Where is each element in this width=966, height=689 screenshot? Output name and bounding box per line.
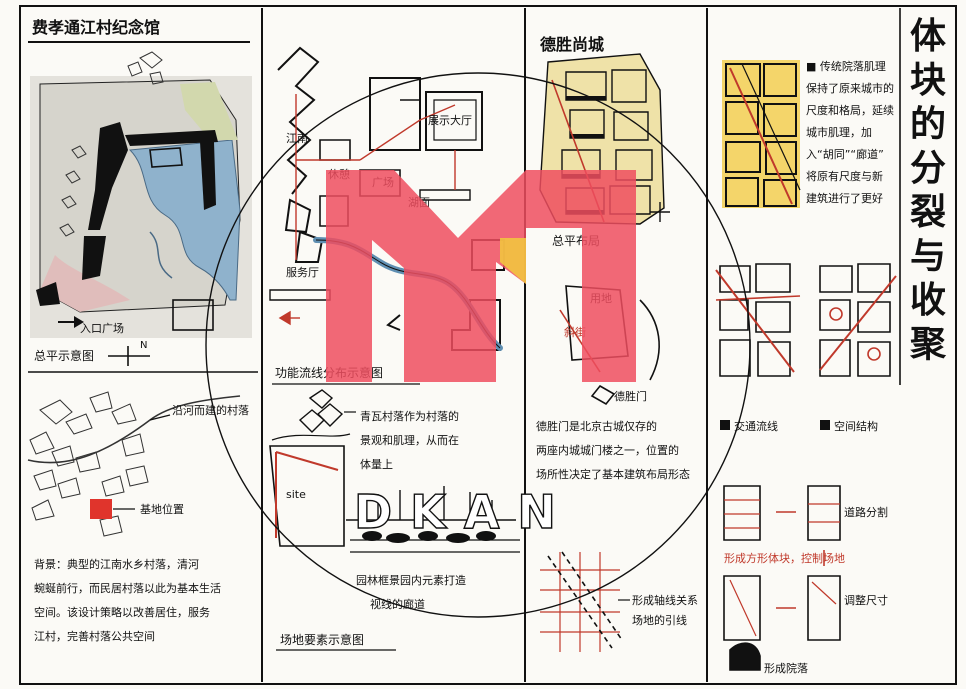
svg-text:N: N [140,340,147,351]
panel3-title: 德胜尚城 [540,35,604,54]
axis-diagram [540,551,623,652]
watermark-text: DKAN [354,485,574,539]
site-label-2: site [286,488,306,501]
space-caption: 空间结构 [834,419,878,433]
massing-steps [723,485,841,671]
plan-caption-1: 总平示意图 [34,348,94,363]
panel-4: 体 块 的 分 裂 与 收 聚 ■ 传统院落肌理 [715,16,947,675]
svg-text:与: 与 [910,236,946,277]
scale-caption: 形成方形体块，控制场地 [724,551,845,565]
svg-text:城市肌理，加: 城市肌理，加 [806,125,872,139]
label-river: 江南 [286,132,308,145]
svg-text:■ 传统院落肌理: ■ 传统院落肌理 [806,59,886,73]
site-plan: 入口广场 [30,51,252,338]
size-caption: 调整尺寸 [844,593,888,607]
svg-text:体量上: 体量上 [360,457,393,471]
final-caption: 形成院落 [764,661,808,675]
svg-text:视线的廊道: 视线的廊道 [370,597,425,611]
svg-text:收: 收 [910,280,946,321]
svg-text:空间。该设计策略以改善居住，服务: 空间。该设计策略以改善居住，服务 [34,605,210,619]
street-label: 斜街 [564,325,586,339]
village-note: 青瓦村落作为村落的 景观和肌理，从而在 体量上 [360,409,459,471]
vertical-title: 体 块 的 分 裂 与 收 聚 [909,16,947,365]
svg-text:场地的引线: 场地的引线 [632,613,687,627]
watermark-logo: DKAN [205,72,751,618]
road-caption: 道路分割 [844,505,888,519]
svg-text:背景：典型的江南水乡村落，清河: 背景：典型的江南水乡村落，清河 [34,557,199,571]
svg-text:体: 体 [910,16,946,57]
space-diagram [819,263,897,377]
legend-square-2 [820,420,830,430]
panel-1: 费孝通江村纪念馆 [27,18,252,643]
svg-text:保持了原来城市的: 保持了原来城市的 [806,81,894,95]
svg-text:建筑进行了更好: 建筑进行了更好 [806,191,883,205]
axis-note: 形成轴线关系 场地的引线 [632,593,698,627]
label-service: 服务厅 [286,266,319,279]
strategy-text: ■ 传统院落肌理 保持了原来城市的 尺度和格局，延续 城市肌理，加 入“胡同”“… [806,59,894,205]
courtyard-diagram [722,60,801,208]
svg-text:园林框景园内元素打造: 园林框景园内元素打造 [356,573,466,587]
svg-text:景观和肌理，从而在: 景观和肌理，从而在 [360,434,459,447]
flow-arrow [386,314,401,331]
svg-text:两座内城城门楼之一，位置的: 两座内城城门楼之一，位置的 [536,443,679,457]
panel3-note: 德胜门是北京古城仅存的 两座内城城门楼之一，位置的 场所性决定了基本建筑布局形态 [536,419,690,481]
svg-text:裂: 裂 [910,192,946,233]
traffic-caption: 交通流线 [734,419,778,433]
site-callout: 基地位置 [140,502,184,516]
gate-label: 德胜门 [614,389,647,403]
entrance-label: 入口广场 [80,321,124,335]
svg-text:江村，完善村落公共空间: 江村，完善村落公共空间 [34,629,155,643]
background-text: 背景：典型的江南水乡村落，清河 蜿蜒前行，而民居村落以此为基本生活 空间。该设计… [34,557,221,643]
svg-text:入“胡同”“廊道”: 入“胡同”“廊道” [806,147,884,161]
panel1-title: 费孝通江村纪念馆 [32,18,160,37]
svg-text:德胜门是北京古城仅存的: 德胜门是北京古城仅存的 [536,419,657,433]
svg-text:块: 块 [910,60,946,101]
element-caption: 场地要素示意图 [280,632,364,647]
svg-text:分: 分 [910,148,946,189]
svg-text:的: 的 [910,104,946,145]
traffic-diagram [715,263,801,377]
flow-lines [278,94,456,326]
bottom-note: 园林框景园内元素打造 视线的廊道 [356,573,466,611]
svg-text:形成轴线关系: 形成轴线关系 [632,593,698,607]
svg-text:蜿蜒前行，而民居村落以此为基本生活: 蜿蜒前行，而民居村落以此为基本生活 [34,581,221,595]
svg-text:青瓦村落作为村落的: 青瓦村落作为村落的 [360,409,459,423]
frame [19,5,957,685]
svg-text:场所性决定了基本建筑布局形态: 场所性决定了基本建筑布局形态 [536,467,690,481]
north-arrow-1: N [108,340,150,366]
svg-text:将原有尺度与新: 将原有尺度与新 [806,169,883,183]
label-exhibit: 展示大厅 [428,113,472,127]
site-marker [90,499,112,519]
location-map [27,391,241,537]
tree-blobs [362,531,496,543]
svg-text:聚: 聚 [909,324,947,365]
svg-text:尺度和格局，延续: 尺度和格局，延续 [806,103,894,117]
village-label: 沿河而建的村落 [172,403,249,417]
legend-square-1 [720,420,730,430]
